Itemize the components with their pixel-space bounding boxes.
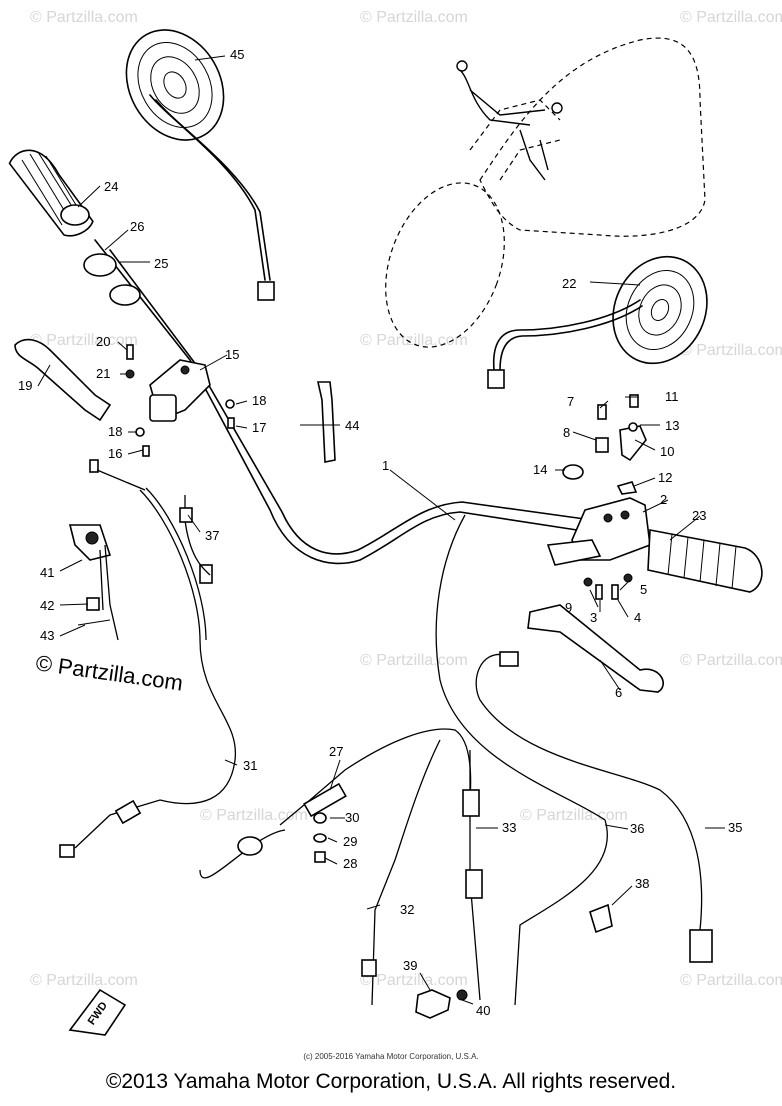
watermark-layer: © Partzilla.com © Partzilla.com © Partzi… bbox=[30, 9, 782, 989]
callout-26: 26 bbox=[130, 219, 144, 234]
throttle-assembly bbox=[68, 524, 119, 641]
watermark: © Partzilla.com bbox=[360, 9, 468, 26]
leader-lines bbox=[37, 55, 725, 1005]
callout-22: 22 bbox=[562, 276, 576, 291]
watermark: © Partzilla.com bbox=[680, 972, 782, 989]
throttle-sleeve bbox=[83, 253, 117, 277]
watermark: © Partzilla.com bbox=[680, 9, 782, 26]
callout-30: 30 bbox=[345, 810, 359, 825]
handlebar bbox=[94, 239, 591, 565]
motorcycle-silhouette bbox=[385, 37, 706, 348]
watermark: © Partzilla.com bbox=[680, 652, 782, 669]
cable-strap bbox=[317, 381, 336, 463]
callout-27: 27 bbox=[329, 744, 343, 759]
watermark: © Partzilla.com bbox=[360, 972, 468, 989]
watermark: © Partzilla.com bbox=[360, 652, 468, 669]
callout-6: 6 bbox=[615, 685, 622, 700]
small-copyright-notice: (c) 2005-2016 Yamaha Motor Corporation, … bbox=[303, 1052, 479, 1061]
watermark: © Partzilla.com bbox=[200, 807, 308, 824]
callout-18b: 18 bbox=[108, 424, 122, 439]
callout-24: 24 bbox=[104, 179, 118, 194]
callout-33: 33 bbox=[502, 820, 516, 835]
callout-41: 41 bbox=[40, 565, 54, 580]
callout-18: 18 bbox=[252, 393, 266, 408]
callout-31: 31 bbox=[243, 758, 257, 773]
throttle-housing bbox=[109, 284, 141, 306]
callout-28: 28 bbox=[343, 856, 357, 871]
holder-screw bbox=[180, 365, 190, 375]
callout-40: 40 bbox=[476, 1003, 490, 1018]
callout-5: 5 bbox=[640, 582, 647, 597]
cable-bracket bbox=[415, 989, 468, 1019]
holder-clamp bbox=[149, 394, 177, 422]
callout-11: 11 bbox=[665, 389, 679, 404]
watermark: © Partzilla.com bbox=[30, 972, 138, 989]
left-lever bbox=[14, 338, 112, 422]
callout-14: 14 bbox=[533, 462, 547, 477]
mirror-right bbox=[487, 255, 708, 389]
mirror-left bbox=[125, 29, 275, 301]
handlebar-inner bbox=[109, 249, 593, 555]
watermark: © Partzilla.com bbox=[680, 342, 782, 359]
callout-29: 29 bbox=[343, 834, 357, 849]
left-grip bbox=[8, 149, 94, 237]
callout-23: 23 bbox=[692, 508, 706, 523]
callout-17: 17 bbox=[252, 420, 266, 435]
callout-36: 36 bbox=[630, 821, 644, 836]
cables bbox=[59, 469, 713, 1006]
right-switch-housing bbox=[546, 497, 651, 566]
callout-43: 43 bbox=[40, 628, 54, 643]
callout-7: 7 bbox=[567, 394, 574, 409]
callout-8: 8 bbox=[563, 425, 570, 440]
callout-19: 19 bbox=[18, 378, 32, 393]
callout-13: 13 bbox=[665, 418, 679, 433]
callout-9: 9 bbox=[565, 600, 572, 615]
callout-35: 35 bbox=[728, 820, 742, 835]
callout-44: 44 bbox=[345, 418, 359, 433]
right-grip bbox=[647, 529, 763, 593]
left-screws bbox=[89, 344, 235, 473]
brake-lever bbox=[527, 604, 664, 693]
callout-37: 37 bbox=[205, 528, 219, 543]
callout-2: 2 bbox=[660, 492, 667, 507]
watermark: © Partzilla.com bbox=[30, 9, 138, 26]
callout-32: 32 bbox=[400, 902, 414, 917]
grip-collar bbox=[60, 204, 90, 226]
callout-25: 25 bbox=[154, 256, 168, 271]
callout-12: 12 bbox=[658, 470, 672, 485]
callout-1: 1 bbox=[382, 458, 389, 473]
callout-10: 10 bbox=[660, 444, 674, 459]
callout-4: 4 bbox=[634, 610, 641, 625]
right-small-parts bbox=[562, 394, 647, 600]
watermark: © Partzilla.com bbox=[30, 332, 138, 349]
parts-diagram: © Partzilla.com © Partzilla.com © Partzi… bbox=[8, 9, 782, 1036]
callout-45: 45 bbox=[230, 47, 244, 62]
motorcycle-wiring bbox=[456, 60, 563, 181]
callout-21: 21 bbox=[96, 366, 110, 381]
callout-15: 15 bbox=[225, 347, 239, 362]
clutch-cable-adjusters bbox=[313, 812, 327, 863]
watermark: © Partzilla.com bbox=[520, 807, 628, 824]
callout-20: 20 bbox=[96, 334, 110, 349]
callout-16: 16 bbox=[108, 446, 122, 461]
cable-clip bbox=[589, 903, 613, 934]
callout-39: 39 bbox=[403, 958, 417, 973]
callout-labels: 1 2 3 4 5 6 7 8 9 10 11 12 13 14 15 16 1… bbox=[18, 47, 742, 1018]
partzilla-watermark: © Partzilla.com bbox=[34, 650, 184, 695]
callout-42: 42 bbox=[40, 598, 54, 613]
fwd-arrow-marker: FWD bbox=[68, 988, 127, 1036]
copyright-footer: ©2013 Yamaha Motor Corporation, U.S.A. A… bbox=[105, 1070, 677, 1093]
callout-3: 3 bbox=[590, 610, 597, 625]
callout-38: 38 bbox=[635, 876, 649, 891]
